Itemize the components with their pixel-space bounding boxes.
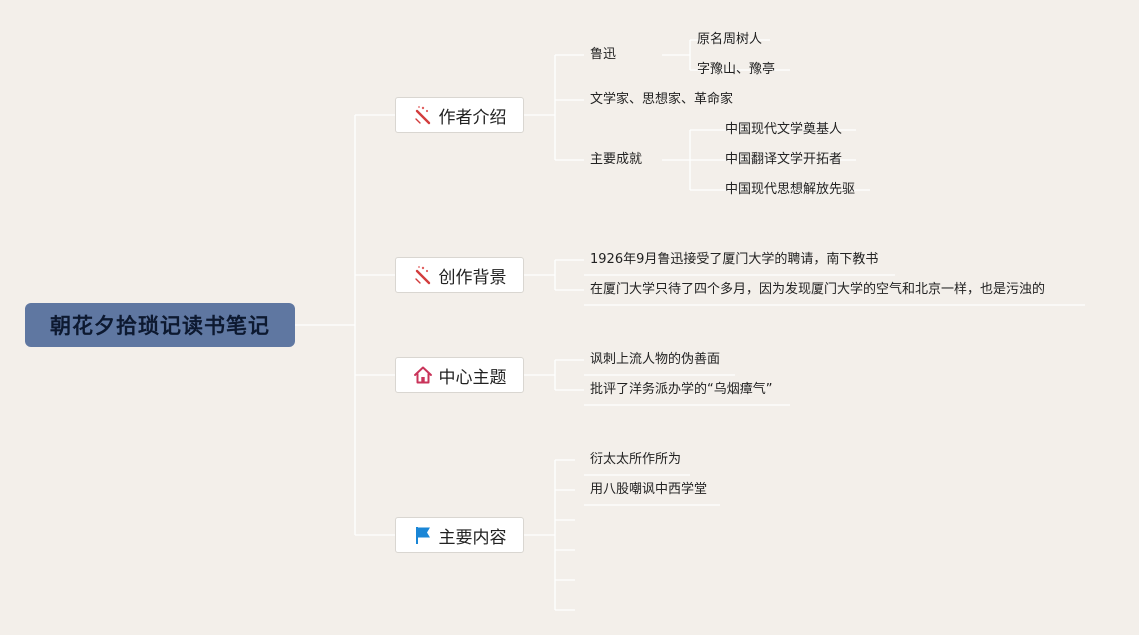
node-courtesy-name[interactable]: 字豫山、豫亭 (697, 62, 776, 77)
node-achievement-1[interactable]: 中国现代文学奠基人 (725, 122, 843, 137)
node-achievements[interactable]: 主要成就 (590, 152, 643, 167)
topic-theme[interactable]: 中心主题 (395, 357, 524, 393)
node-background-1[interactable]: 1926年9月鲁迅接受了厦门大学的聘请，南下教书 (590, 252, 879, 267)
node-achievement-3[interactable]: 中国现代思想解放先驱 (725, 182, 856, 197)
node-content-1[interactable]: 衍太太所作所为 (590, 452, 682, 467)
root-title: 朝花夕拾琐记读书笔记 (50, 314, 270, 338)
topic-theme-label: 中心主题 (438, 367, 507, 388)
node-background-2[interactable]: 在厦门大学只待了四个多月，因为发现厦门大学的空气和北京一样，也是污浊的 (590, 282, 1046, 297)
topic-content[interactable]: 主要内容 (395, 517, 524, 553)
node-content-2[interactable]: 用八股嘲讽中西学堂 (590, 482, 708, 497)
node-achievement-2[interactable]: 中国翻译文学开拓者 (725, 152, 843, 167)
node-luxun[interactable]: 鲁迅 (590, 47, 617, 62)
topic-author-label: 作者介绍 (438, 107, 507, 128)
root-topic[interactable]: 朝花夕拾琐记读书笔记 (25, 303, 295, 347)
topic-background[interactable]: 创作背景 (395, 257, 524, 293)
node-original-name[interactable]: 原名周树人 (697, 32, 763, 47)
node-theme-1[interactable]: 讽刺上流人物的伪善面 (590, 352, 721, 367)
node-theme-2[interactable]: 批评了洋务派办学的“乌烟瘴气” (590, 382, 773, 397)
topic-background-label: 创作背景 (438, 267, 507, 288)
magic-wand-icon (413, 265, 433, 285)
flag-icon (413, 525, 433, 545)
magic-wand-icon (413, 105, 433, 125)
home-icon (413, 365, 433, 385)
topic-content-label: 主要内容 (438, 527, 507, 548)
node-identity[interactable]: 文学家、思想家、革命家 (590, 92, 734, 107)
topic-author[interactable]: 作者介绍 (395, 97, 524, 133)
